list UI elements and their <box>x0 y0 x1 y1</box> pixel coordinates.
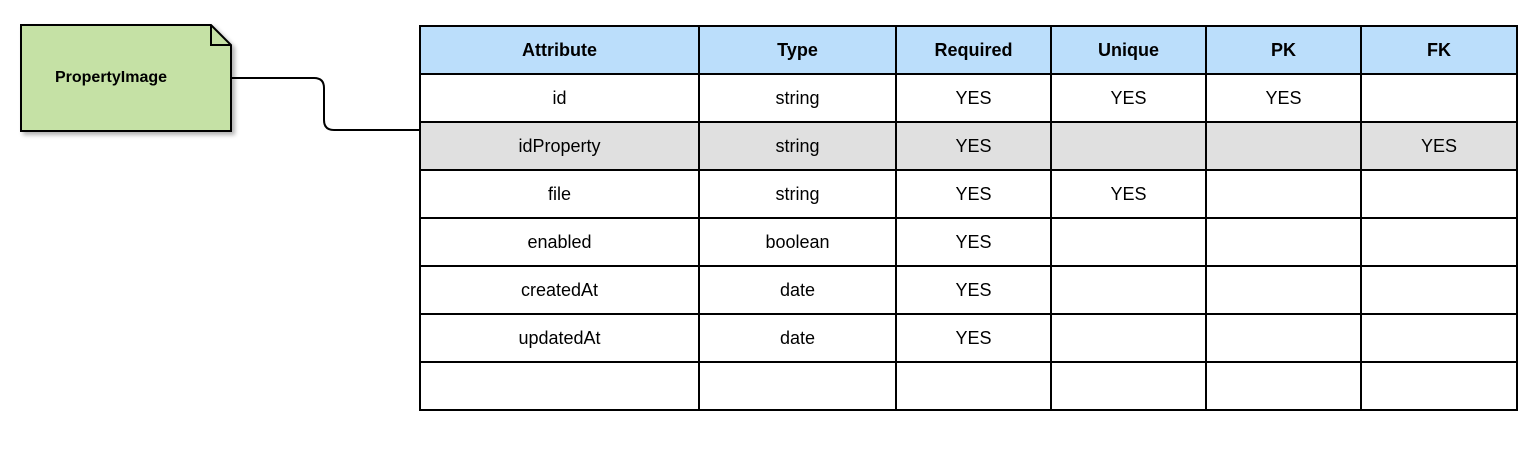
cell-pk <box>1205 121 1362 171</box>
cell-fk <box>1360 313 1518 363</box>
cell-attribute: enabled <box>419 217 700 267</box>
note-shape <box>20 24 232 132</box>
column-header-type: Type <box>698 25 897 75</box>
cell-attribute: createdAt <box>419 265 700 315</box>
cell-required: YES <box>895 169 1052 219</box>
column-header-pk: PK <box>1205 25 1362 75</box>
attribute-table: Attribute Type Required Unique PK FK id … <box>419 25 1518 411</box>
cell-type: date <box>698 265 897 315</box>
connector-line <box>231 77 419 131</box>
cell-fk <box>1360 73 1518 123</box>
table-row[interactable]: updatedAt date YES <box>419 313 1518 363</box>
cell-unique <box>1050 121 1207 171</box>
column-header-required: Required <box>895 25 1052 75</box>
cell-fk <box>1360 169 1518 219</box>
cell-pk <box>1205 169 1362 219</box>
cell-fk: YES <box>1360 121 1518 171</box>
cell-required: YES <box>895 73 1052 123</box>
cell-pk <box>1205 313 1362 363</box>
cell-type: string <box>698 121 897 171</box>
entity-name: PropertyImage <box>54 69 168 86</box>
cell-unique: YES <box>1050 169 1207 219</box>
cell-required <box>895 361 1052 411</box>
column-header-unique: Unique <box>1050 25 1207 75</box>
cell-unique <box>1050 265 1207 315</box>
cell-fk <box>1360 361 1518 411</box>
cell-unique <box>1050 361 1207 411</box>
cell-type: string <box>698 73 897 123</box>
cell-required: YES <box>895 265 1052 315</box>
cell-fk <box>1360 265 1518 315</box>
table-header-row: Attribute Type Required Unique PK FK <box>419 25 1518 75</box>
cell-pk <box>1205 265 1362 315</box>
cell-required: YES <box>895 313 1052 363</box>
cell-required: YES <box>895 217 1052 267</box>
cell-pk <box>1205 217 1362 267</box>
cell-unique: YES <box>1050 73 1207 123</box>
cell-unique <box>1050 313 1207 363</box>
column-header-fk: FK <box>1360 25 1518 75</box>
cell-type <box>698 361 897 411</box>
cell-type: date <box>698 313 897 363</box>
cell-required: YES <box>895 121 1052 171</box>
cell-attribute: file <box>419 169 700 219</box>
entity-note[interactable]: PropertyImage <box>20 24 232 132</box>
cell-attribute <box>419 361 700 411</box>
cell-type: boolean <box>698 217 897 267</box>
cell-attribute: idProperty <box>419 121 700 171</box>
cell-pk: YES <box>1205 73 1362 123</box>
table-row[interactable]: file string YES YES <box>419 169 1518 219</box>
column-header-attribute: Attribute <box>419 25 700 75</box>
cell-fk <box>1360 217 1518 267</box>
cell-type: string <box>698 169 897 219</box>
table-row[interactable]: createdAt date YES <box>419 265 1518 315</box>
cell-attribute: updatedAt <box>419 313 700 363</box>
cell-attribute: id <box>419 73 700 123</box>
table-row[interactable]: idProperty string YES YES <box>419 121 1518 171</box>
table-row[interactable]: id string YES YES YES <box>419 73 1518 123</box>
table-row[interactable] <box>419 361 1518 411</box>
table-row[interactable]: enabled boolean YES <box>419 217 1518 267</box>
cell-unique <box>1050 217 1207 267</box>
cell-pk <box>1205 361 1362 411</box>
